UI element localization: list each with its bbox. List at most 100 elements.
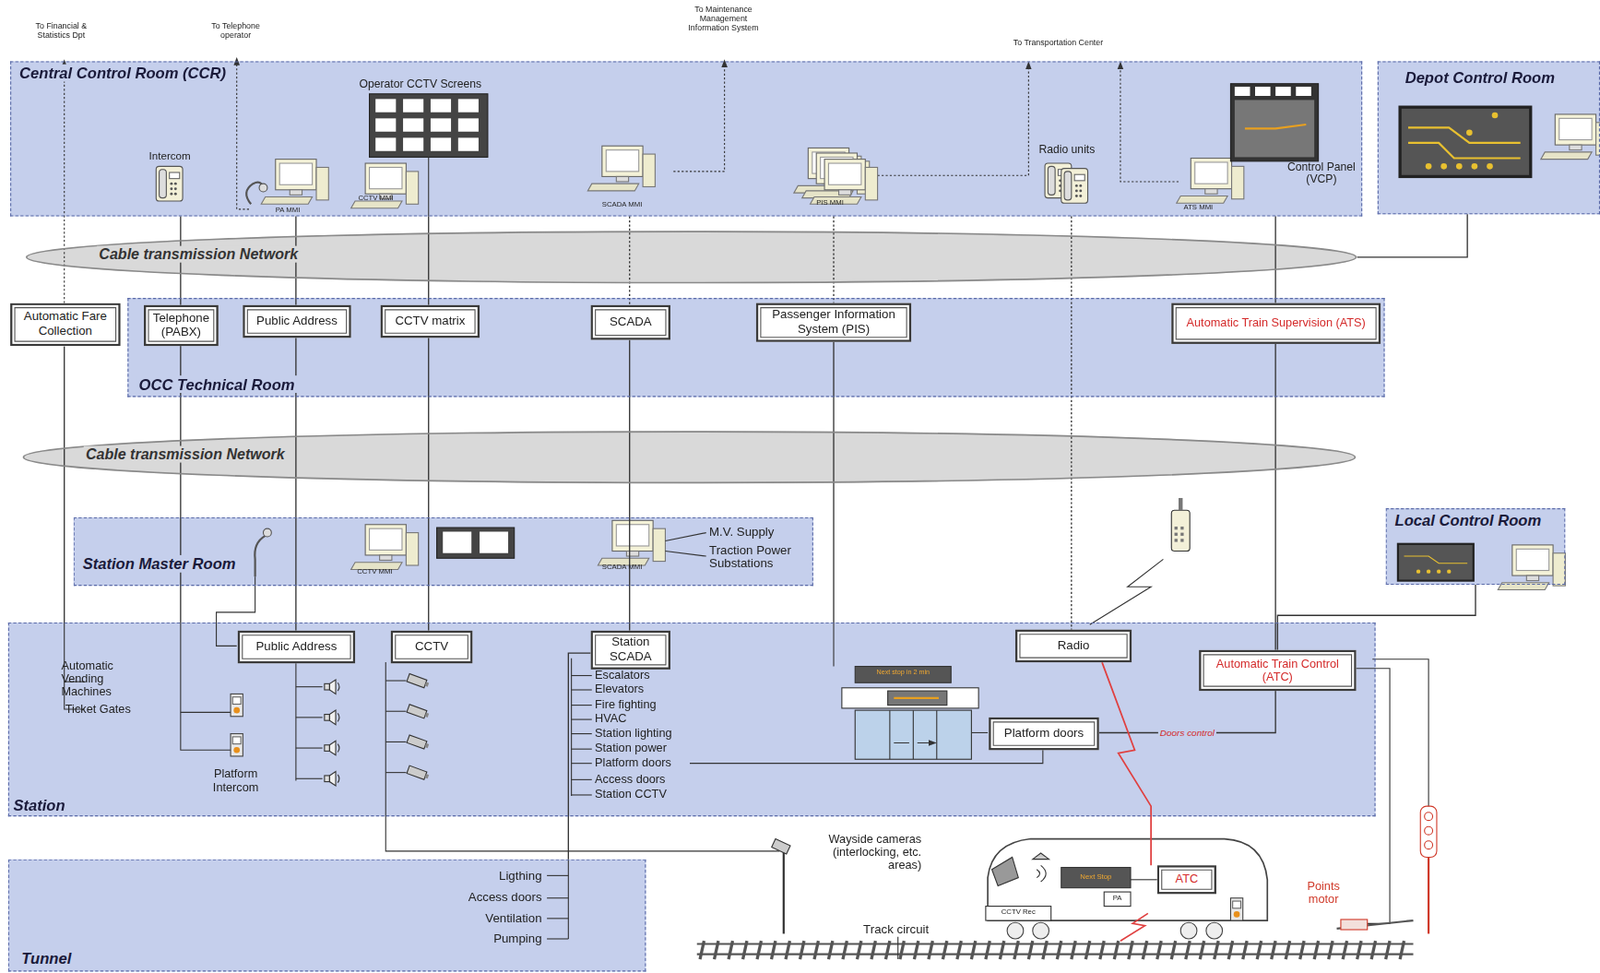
band-fill [8,622,1376,817]
connector [63,345,65,623]
region-heading: Cable transmission Network [96,246,300,263]
text-label: Ligthing [408,869,543,884]
text-label: CCTV Rec [987,908,1049,917]
system-box: Automatic Fare Collection [10,303,121,346]
text-label: Next Stop [1064,872,1128,881]
text-label: Escalators [594,668,650,682]
system-box: CCTV matrix [380,305,480,338]
region-heading: Local Control Room [1392,510,1543,529]
box-label: CCTV matrix [394,314,465,329]
box-label: Radio [1057,639,1091,653]
text-label: Station power [594,741,667,755]
region-band: OCC Technical Room Telephone (PABX) Public… [127,297,1385,397]
region-heading: Central Control Room (CCR) [17,64,228,83]
connector [427,337,429,631]
system-box: Automatic Train Supervision (ATS) [1171,303,1381,344]
text-label: M.V. Supply [709,525,774,540]
text-label: Elevators [594,682,644,696]
region-heading: Station [11,795,68,814]
ellipse-fill [22,430,1356,485]
system-box: Public Address [237,630,356,664]
ellipse-border [26,231,1357,283]
text-label: Platform Intercom [200,767,272,794]
box-label: Passenger Information System (PIS) [764,308,903,337]
system-box: Telephone (PABX) [143,305,219,346]
text-label: Next stop in 2 min [856,668,949,676]
region-band: Central Control Room (CCR) [10,60,1363,216]
text-label: PA MMI [275,206,301,215]
box-label: CCTV [414,640,449,654]
system-box: Public Address [242,305,351,338]
band-fill [73,517,814,586]
box-label: Automatic Train Control (ATC) [1207,656,1349,684]
box-label: Platform doors [1004,726,1084,741]
connector [1357,213,1469,257]
region-heading: Station Master Room [80,555,238,573]
box-label: Public Address [256,640,338,654]
text-label: Access doors [408,890,543,905]
box-label: SCADA [609,315,652,330]
system-box: SCADA [591,305,671,341]
text-label: Station lighting [594,726,672,740]
system-box: Radio [1015,629,1132,663]
connector [832,216,834,304]
text-label: To Transportation Center [1013,38,1103,48]
region-heading: Tunnel [19,948,74,967]
text-label: HVAC [594,711,627,725]
connector [1102,662,1151,866]
connector [568,652,591,860]
box-label: Automatic Train Supervision (ATS) [1186,316,1366,331]
band-fill [127,297,1385,397]
connector [628,339,630,630]
text-label: Fire fighting [594,698,656,712]
text-label: SCADA MMI [602,563,642,572]
text-label: Operator CCTV Screens [358,77,482,90]
ellipse-border [23,431,1355,483]
system-box: Platform doors [988,717,1100,750]
text-label: Station CCTV [594,787,667,801]
ellipse-fill [25,230,1358,285]
region-band: Local Control Room [1386,508,1566,585]
text-label: Points motor [1297,879,1349,906]
region-band: Station Master Room [73,517,814,586]
region-heading: OCC Technical Room [136,375,297,393]
text-label: Ticket Gates [65,702,131,716]
system-box: Station SCADA [591,630,671,670]
region-band: Tunnel [8,859,647,972]
text-label: Automatic Vending Machines [60,659,143,699]
box-label: Station SCADA [599,635,664,664]
text-label: ATS MMI [1184,202,1214,212]
network-ellipse: Cable transmission Network [22,430,1356,485]
region-heading: Depot Control Room [1402,68,1557,86]
text-label: Access doors [594,772,665,786]
text-label: Traction Power Substations [709,544,812,571]
region-heading: Cable transmission Network [83,446,287,463]
text-label: CCTV MMI [357,193,393,202]
text-label: Radio units [1038,142,1095,155]
system-box: ATC [1157,865,1217,894]
system-box: Automatic Train Control (ATC) [1198,650,1356,691]
connector [1277,584,1476,651]
text-label: Intercom [149,150,191,163]
text-label: Ventilation [408,912,543,926]
text-label: To Financial & Statistics Dpt [22,22,100,40]
connector [1274,216,1276,304]
box-label: ATC [1175,872,1199,887]
box-label: Public Address [256,314,338,329]
connector [427,216,429,306]
text-label: To Maintenance Management Information Sy… [681,6,766,34]
box-label: Telephone (PABX) [152,311,211,341]
text-label: CCTV MMI [356,567,392,576]
connector [628,216,630,306]
region-band: Depot Control Room [1377,60,1600,214]
box-label: Automatic Fare Collection [18,310,113,340]
text-label: Track circuit [863,923,929,937]
connector-label: Doors control [1158,727,1218,738]
text-label: Wayside cameras (interlocking, etc. area… [804,832,922,872]
band-fill [10,60,1363,216]
